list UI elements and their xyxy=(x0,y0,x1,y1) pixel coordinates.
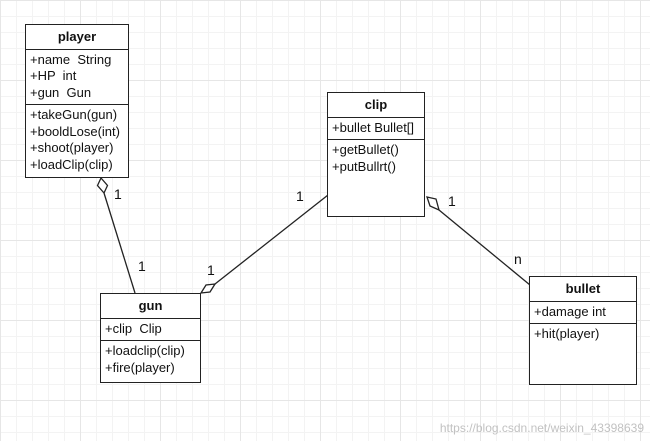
class-name: clip xyxy=(328,93,424,118)
method-section: +loadclip(clip) +fire(player) xyxy=(101,340,200,379)
multiplicity-player-end: 1 xyxy=(114,186,122,202)
method: +fire(player) xyxy=(105,359,175,375)
attribute-section: +bullet Bullet[] xyxy=(328,118,424,140)
method: +takeGun(gun) xyxy=(30,107,118,122)
attribute-section: +damage int xyxy=(530,302,636,324)
class-bullet[interactable]: bullet +damage int +hit(player) xyxy=(529,276,637,385)
association-clip-gun xyxy=(214,194,329,285)
method-section: +hit(player) xyxy=(530,323,636,346)
aggregation-diamond-clip xyxy=(426,196,440,212)
method: +hit(player) xyxy=(534,326,600,341)
method: +loadClip(clip) xyxy=(30,156,113,172)
multiplicity-gun-end-clip: 1 xyxy=(207,262,215,278)
method: +getBullet() xyxy=(332,142,399,157)
attribute: +clip Clip xyxy=(105,320,162,336)
class-name: gun xyxy=(101,294,200,319)
method: +putBullrt() xyxy=(332,158,396,174)
aggregation-diamond-player xyxy=(96,176,109,195)
method-section: +getBullet() +putBullrt() xyxy=(328,139,424,178)
method: +booldLose(int) xyxy=(30,123,120,139)
multiplicity-clip-end-gun: 1 xyxy=(296,188,304,204)
method-section: +takeGun(gun) +booldLose(int) +shoot(pla… xyxy=(26,104,128,176)
attribute-section: +name String +HP int +gun Gun xyxy=(26,50,128,105)
class-clip[interactable]: clip +bullet Bullet[] +getBullet() +putB… xyxy=(327,92,425,217)
multiplicity-bullet-end: n xyxy=(514,251,522,267)
class-name: player xyxy=(26,25,128,50)
class-player[interactable]: player +name String +HP int +gun Gun +ta… xyxy=(25,24,129,178)
attribute: +bullet Bullet[] xyxy=(332,119,415,135)
multiplicity-clip-end-bullet: 1 xyxy=(448,193,456,209)
attribute: +damage int xyxy=(534,303,606,319)
multiplicity-gun-end-player: 1 xyxy=(138,258,146,274)
aggregation-diamond-gun xyxy=(199,283,217,294)
attribute-section: +clip Clip xyxy=(101,319,200,341)
association-player-gun xyxy=(103,192,136,294)
attribute: +gun Gun xyxy=(30,84,92,100)
association-clip-bullet xyxy=(438,209,531,286)
attribute: +HP int xyxy=(30,68,77,83)
attribute: +name String xyxy=(30,51,112,67)
method: +shoot(player) xyxy=(30,140,114,155)
watermark: https://blog.csdn.net/weixin_43398639 xyxy=(439,421,644,435)
class-gun[interactable]: gun +clip Clip +loadclip(clip) +fire(pla… xyxy=(100,293,201,383)
class-name: bullet xyxy=(530,277,636,302)
method: +loadclip(clip) xyxy=(105,343,185,358)
